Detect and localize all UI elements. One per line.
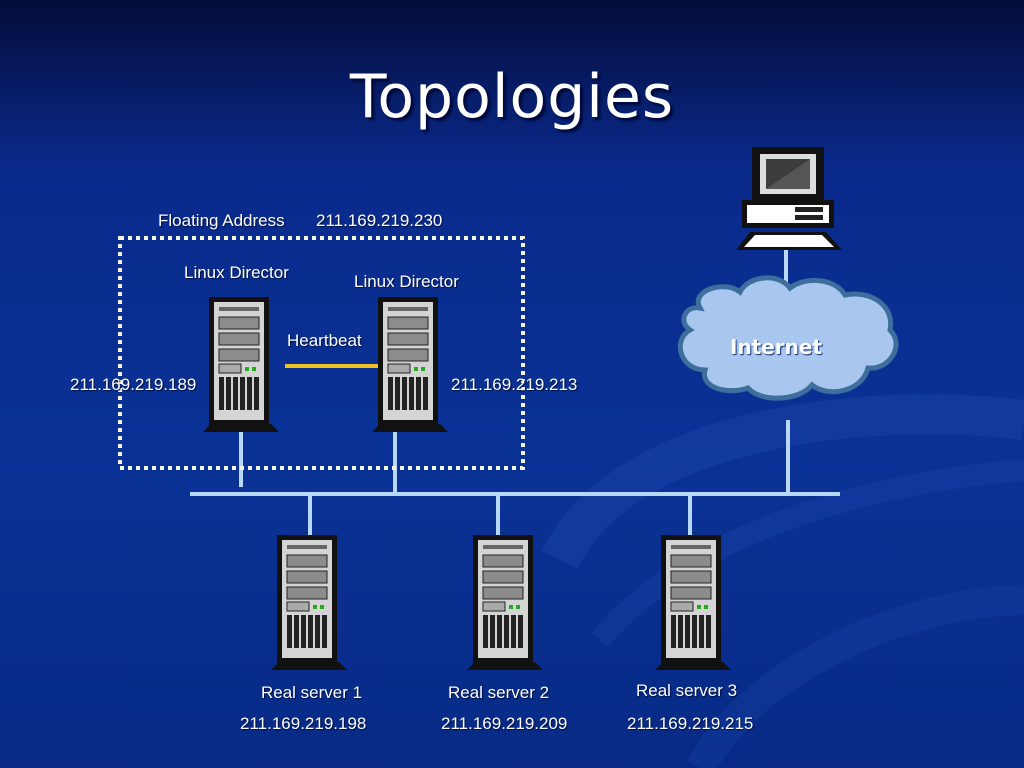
floating-address-value: 211.169.219.230 <box>316 211 443 230</box>
real-server-3-address: 211.169.219.215 <box>627 714 754 733</box>
director-2-address: 211.169.219.213 <box>451 375 578 394</box>
heartbeat-label: Heartbeat <box>287 331 362 350</box>
page-title: Topologies <box>349 62 675 132</box>
server-icon <box>654 534 732 671</box>
cloud-icon <box>677 275 899 401</box>
real-server-2-address: 211.169.219.209 <box>441 714 568 733</box>
real-server-1-label: Real server 1 <box>261 683 363 702</box>
director-1-address: 211.169.219.189 <box>70 375 197 394</box>
server-icon <box>270 534 348 671</box>
director-2-label: Linux Director <box>354 272 459 291</box>
director-1-label: Linux Director <box>184 263 289 282</box>
real-server-1-address: 211.169.219.198 <box>240 714 367 733</box>
computer-icon <box>736 147 842 250</box>
floating-address-box <box>118 236 525 470</box>
floating-address-label: Floating Address <box>158 211 285 230</box>
network-links <box>190 250 840 537</box>
internet-label: Internet <box>730 335 823 359</box>
server-icon <box>466 534 544 671</box>
server-icon <box>202 296 280 433</box>
real-server-2-label: Real server 2 <box>448 683 550 702</box>
real-server-3-label: Real server 3 <box>636 681 738 700</box>
server-icon <box>371 296 449 433</box>
